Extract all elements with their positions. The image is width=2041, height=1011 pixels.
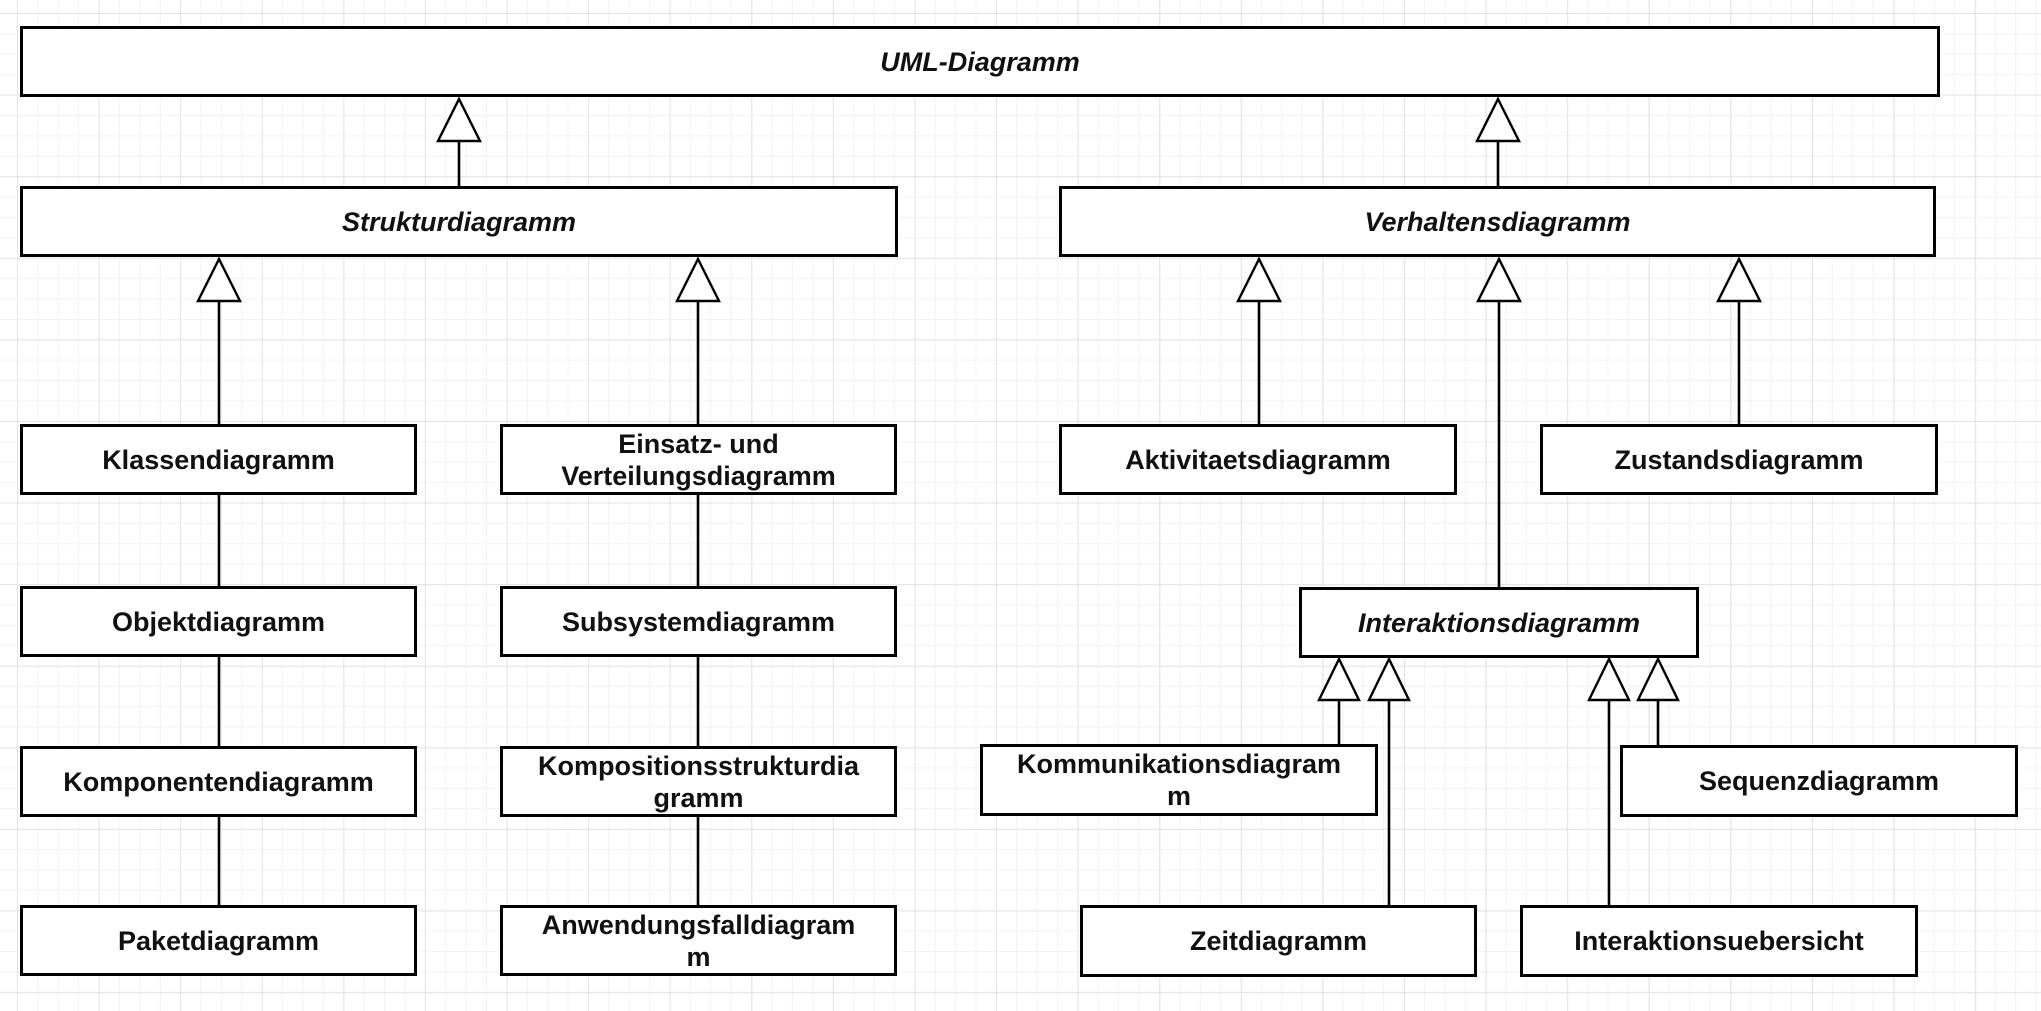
node-label: Einsatz- und Verteilungsdiagramm (561, 428, 836, 491)
node-label: UML-Diagramm (880, 46, 1080, 77)
node-label: Subsystemdiagramm (561, 606, 836, 637)
node-label: Verhaltensdiagramm (1364, 206, 1631, 237)
node-paketdiagramm[interactable]: Paketdiagramm (20, 905, 417, 976)
node-verhaltensdiagramm[interactable]: Verhaltensdiagramm (1059, 186, 1936, 257)
node-label: Aktivitaetsdiagramm (1125, 444, 1391, 475)
node-label: Sequenzdiagramm (1698, 766, 1940, 796)
node-anwendungsfalldiagramm[interactable]: Anwendungsfalldiagram m (500, 905, 897, 976)
node-label: Zustandsdiagramm (1614, 444, 1864, 475)
node-label: Interaktionsdiagramm (1357, 607, 1641, 638)
generalization-arrowhead-icon (1636, 656, 1680, 702)
node-label: Interaktionsuebersicht (1574, 926, 1864, 956)
node-strukturdiagramm[interactable]: Strukturdiagramm (20, 186, 898, 257)
edge-einsatz-und-verteilungsdiagramm-to-strukturdiagramm (675, 256, 721, 424)
edge-strukturdiagramm-to-uml-diagramm (436, 96, 482, 186)
node-label: Klassendiagramm (102, 444, 335, 475)
generalization-arrowhead-icon (1716, 256, 1762, 303)
node-interaktionsuebersicht[interactable]: Interaktionsuebersicht (1520, 905, 1918, 977)
node-label: Strukturdiagramm (341, 206, 577, 237)
edge-aktivitaetsdiagramm-to-verhaltensdiagramm (1236, 256, 1282, 424)
node-komponentendiagramm[interactable]: Komponentendiagramm (20, 746, 417, 817)
generalization-arrowhead-icon (1475, 96, 1521, 143)
generalization-arrowhead-icon (1317, 656, 1361, 702)
edge-klassendiagramm-to-strukturdiagramm (196, 256, 242, 424)
node-interaktionsdiagramm[interactable]: Interaktionsdiagramm (1299, 587, 1699, 658)
node-label: Kompositionsstrukturdia gramm (537, 750, 860, 813)
generalization-arrowhead-icon (1236, 256, 1282, 303)
node-label: Anwendungsfalldiagram m (541, 909, 856, 972)
node-einsatz-und-verteilungsdiagramm[interactable]: Einsatz- und Verteilungsdiagramm (500, 424, 897, 495)
node-subsystemdiagramm[interactable]: Subsystemdiagramm (500, 586, 897, 657)
edge-verhaltensdiagramm-to-uml-diagramm (1475, 96, 1521, 186)
node-klassendiagramm[interactable]: Klassendiagramm (20, 424, 417, 495)
node-label: Paketdiagramm (117, 925, 320, 956)
node-kompositionsstrukturdiagramm[interactable]: Kompositionsstrukturdia gramm (500, 746, 897, 817)
edge-interaktionsdiagramm-to-verhaltensdiagramm (1476, 256, 1522, 587)
generalization-arrowhead-icon (1367, 656, 1411, 702)
generalization-arrowhead-icon (675, 256, 721, 303)
node-label: Zeitdiagramm (1189, 926, 1368, 956)
generalization-arrowhead-icon (436, 96, 482, 143)
node-uml-diagramm[interactable]: UML-Diagramm (20, 26, 1940, 97)
node-label: Objektdiagramm (111, 606, 326, 637)
edge-interaktionsuebersicht-to-interaktionsdiagramm (1587, 656, 1631, 905)
node-sequenzdiagramm[interactable]: Sequenzdiagramm (1620, 745, 2018, 817)
node-objektdiagramm[interactable]: Objektdiagramm (20, 586, 417, 657)
node-zeitdiagramm[interactable]: Zeitdiagramm (1080, 905, 1477, 977)
generalization-arrowhead-icon (1587, 656, 1631, 702)
generalization-arrowhead-icon (1476, 256, 1522, 303)
node-kommunikationsdiagramm[interactable]: Kommunikationsdiagram m (980, 744, 1378, 816)
node-aktivitaetsdiagramm[interactable]: Aktivitaetsdiagramm (1059, 424, 1457, 495)
edge-zustandsdiagramm-to-verhaltensdiagramm (1716, 256, 1762, 424)
node-zustandsdiagramm[interactable]: Zustandsdiagramm (1540, 424, 1938, 495)
edge-kommunikationsdiagramm-to-interaktionsdiagramm (1317, 656, 1361, 744)
node-label: Kommunikationsdiagram m (1016, 749, 1342, 811)
edge-zeitdiagramm-to-interaktionsdiagramm (1367, 656, 1411, 905)
generalization-arrowhead-icon (196, 256, 242, 303)
node-label: Komponentendiagramm (63, 766, 374, 797)
edge-sequenzdiagramm-to-interaktionsdiagramm (1636, 656, 1680, 745)
